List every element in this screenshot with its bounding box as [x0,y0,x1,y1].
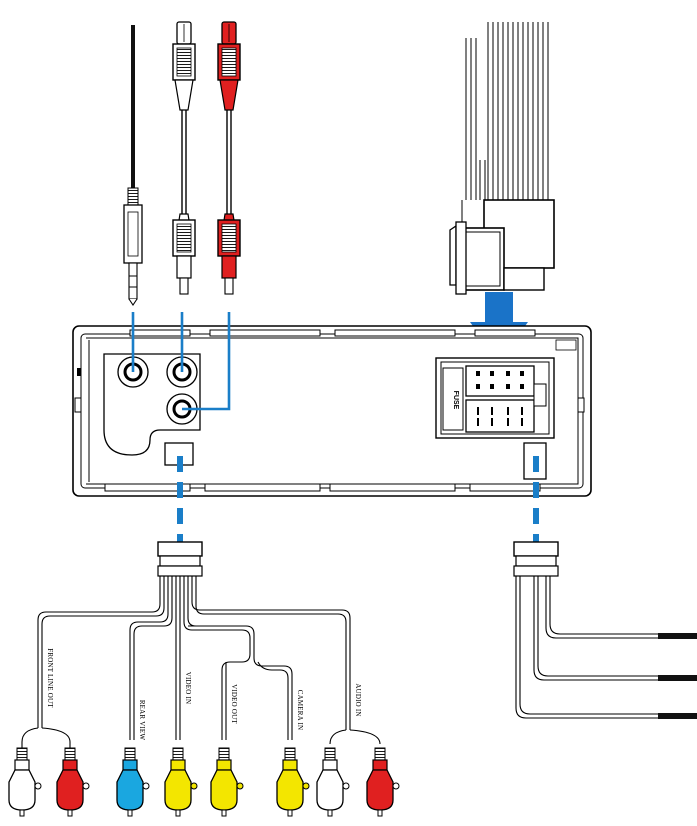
aux-jack-cable [124,25,142,305]
rca-plug-video-out [211,748,243,816]
label-rear-view: REAR VIEW [138,700,146,741]
rca-plug-row [9,748,399,816]
label-camera-in: CAMERA IN [296,690,304,731]
label-video-out: VIDEO OUT [230,684,238,724]
iso-harness-connector [450,22,554,294]
red-rca-cable [218,22,240,294]
power-harness [514,542,697,718]
head-unit-rear: FUSE [73,326,591,496]
label-audio-in: AUDIO IN [354,683,362,716]
rca-plug-rear-view [117,748,149,816]
rca-plug-audio-in-left [317,748,349,816]
rca-plug-video-in [165,748,197,816]
white-rca-cable [173,22,195,294]
label-video-in: VIDEO IN [184,672,192,705]
rca-plug-camera-in [277,748,309,816]
rca-plug-audio-in-right [367,748,399,816]
fuse-label: FUSE [452,391,459,410]
av-breakout-harness: FRONT LINE OUT REAR VIEW VIDEO IN VIDEO … [22,542,380,748]
label-front-line-out: FRONT LINE OUT [46,648,54,708]
rca-plug-front-line-out-right [57,748,89,816]
rca-plug-front-line-out-left [9,748,41,816]
